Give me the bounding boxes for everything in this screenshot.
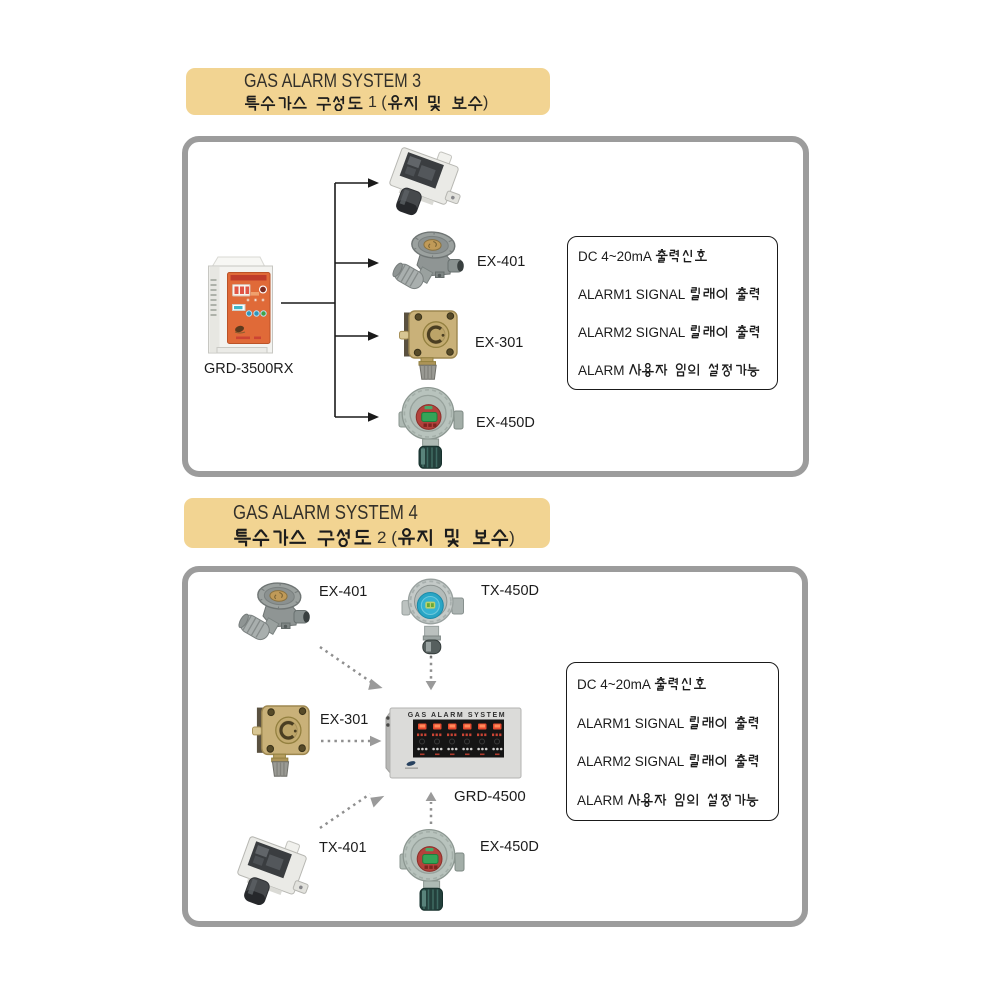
svg-text:GAS ALARM SYSTEM: GAS ALARM SYSTEM — [408, 712, 506, 719]
